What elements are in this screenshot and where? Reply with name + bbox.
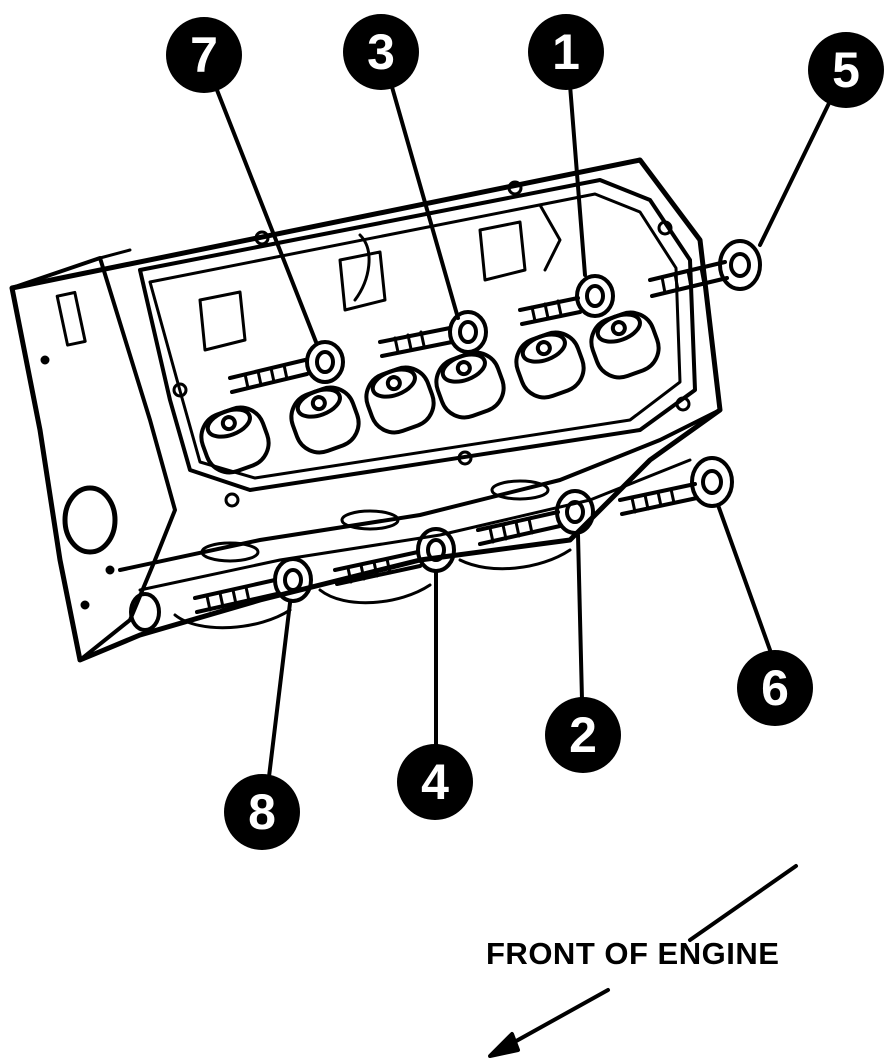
head-bolt-8 bbox=[193, 557, 313, 614]
front-of-engine-arrow bbox=[488, 864, 798, 1058]
head-bolt-1 bbox=[518, 274, 615, 326]
head-bolt-3 bbox=[378, 310, 488, 358]
leader-line-1 bbox=[568, 83, 587, 277]
callout-2: 2 bbox=[545, 697, 621, 773]
head-bolt-7 bbox=[228, 340, 345, 394]
front-of-engine-label: FRONT OF ENGINE bbox=[486, 936, 780, 971]
callout-4: 4 bbox=[397, 744, 473, 820]
callout-3: 3 bbox=[343, 14, 419, 90]
head-bolt-2 bbox=[476, 489, 595, 546]
leader-line-5 bbox=[758, 93, 835, 247]
callout-5: 5 bbox=[808, 32, 884, 108]
svg-text:8: 8 bbox=[248, 784, 276, 840]
head-bolt-5 bbox=[648, 239, 762, 298]
leader-line-2 bbox=[576, 533, 584, 702]
valve-springs bbox=[199, 310, 661, 475]
svg-text:3: 3 bbox=[367, 24, 395, 80]
leader-line-6 bbox=[716, 503, 772, 652]
callout-1: 1 bbox=[528, 14, 604, 90]
leader-lines bbox=[213, 78, 835, 787]
callout-8: 8 bbox=[224, 774, 300, 850]
svg-text:1: 1 bbox=[552, 24, 580, 80]
leader-line-8 bbox=[266, 601, 292, 787]
svg-text:2: 2 bbox=[569, 707, 597, 763]
cylinder-head bbox=[9, 157, 723, 663]
head-bolt-6 bbox=[618, 456, 734, 516]
leader-line-7 bbox=[213, 83, 318, 344]
callout-badges: 7 3 1 5 6 2 4 8 bbox=[166, 14, 884, 850]
svg-text:7: 7 bbox=[190, 27, 218, 83]
head-bolt-4 bbox=[333, 527, 456, 586]
callout-7: 7 bbox=[166, 17, 242, 93]
svg-text:4: 4 bbox=[421, 754, 449, 810]
callout-6: 6 bbox=[737, 650, 813, 726]
lower-head-bolts bbox=[193, 456, 734, 614]
svg-text:5: 5 bbox=[832, 42, 860, 98]
svg-text:6: 6 bbox=[761, 660, 789, 716]
upper-head-bolts bbox=[228, 239, 762, 394]
leader-line-3 bbox=[388, 78, 460, 320]
